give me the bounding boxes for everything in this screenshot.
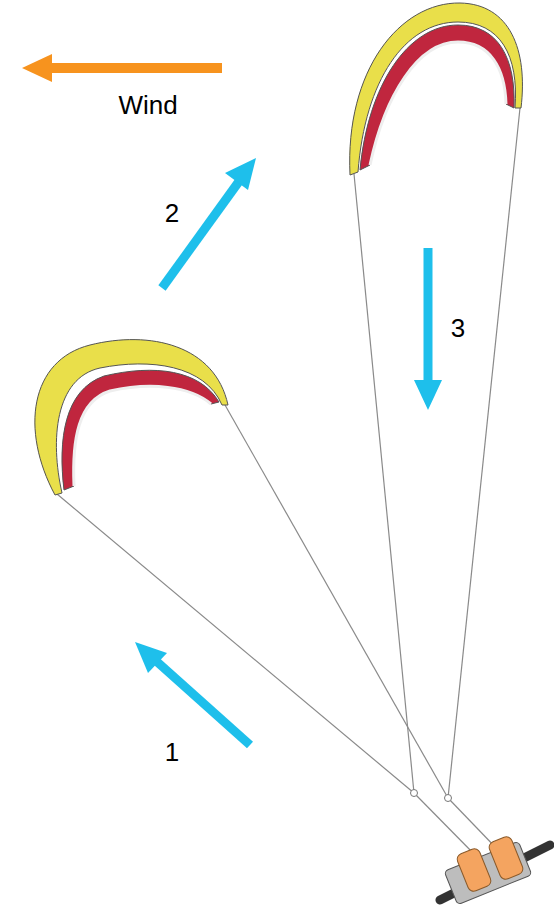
wind-label: Wind xyxy=(118,92,177,118)
kite-lower xyxy=(35,340,228,495)
motion-arrows xyxy=(135,158,442,745)
callout-number: 3 xyxy=(451,315,465,341)
winch xyxy=(440,835,550,905)
tether-lines xyxy=(57,108,520,858)
kite-upper xyxy=(350,3,523,175)
callout-number: 2 xyxy=(165,200,179,226)
wind-arrow xyxy=(22,54,222,82)
callout-number: 1 xyxy=(165,739,179,765)
